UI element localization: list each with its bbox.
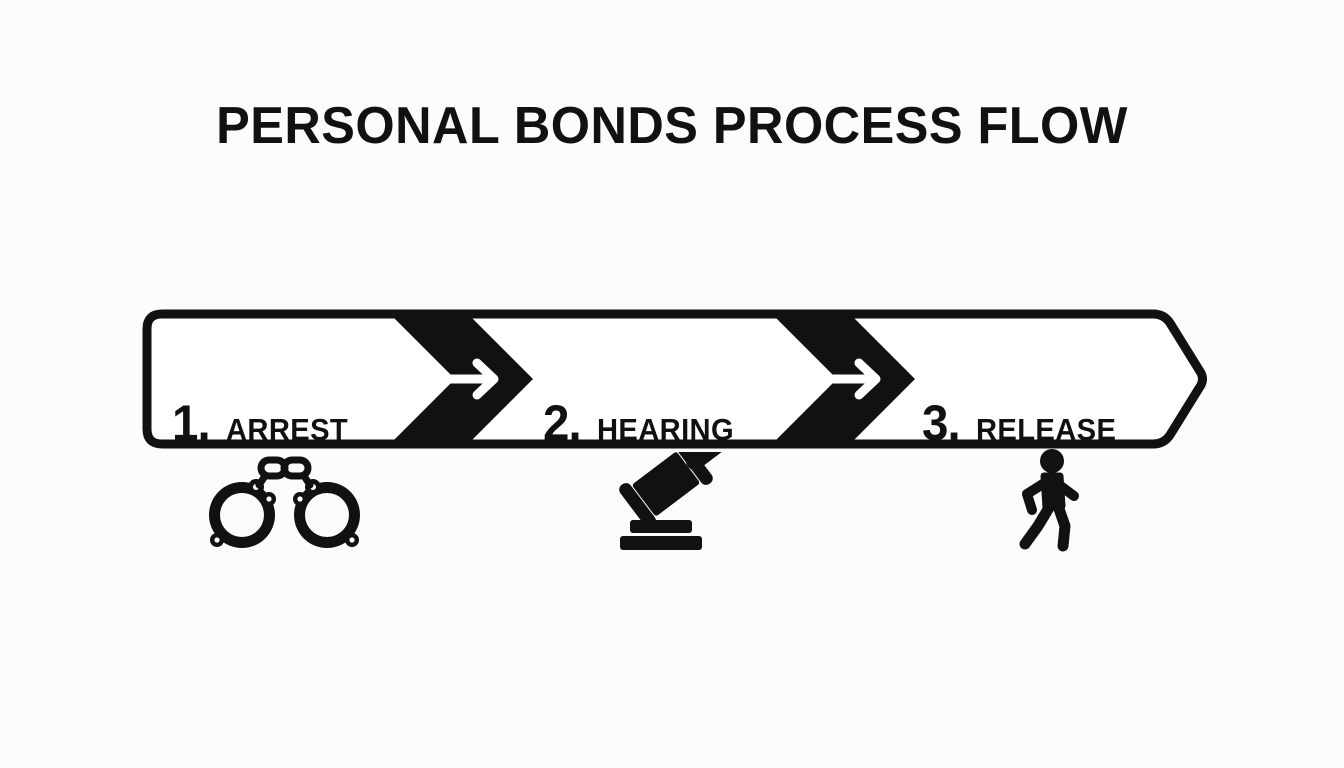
flow-outline	[142, 309, 1207, 449]
flow-separator-2	[772, 314, 915, 444]
gavel-icon	[600, 452, 755, 557]
right-arrow-icon-1	[433, 358, 499, 400]
walking-person-icon	[1012, 448, 1087, 556]
page-title: PERSONAL BONDS PROCESS FLOW	[216, 97, 1128, 155]
process-flow-graphic	[142, 309, 1207, 449]
flow-separator-1	[390, 314, 533, 444]
right-arrow-icon-2	[815, 358, 881, 400]
handcuffs-icon	[197, 452, 372, 552]
process-flow-bar	[138, 303, 1218, 455]
